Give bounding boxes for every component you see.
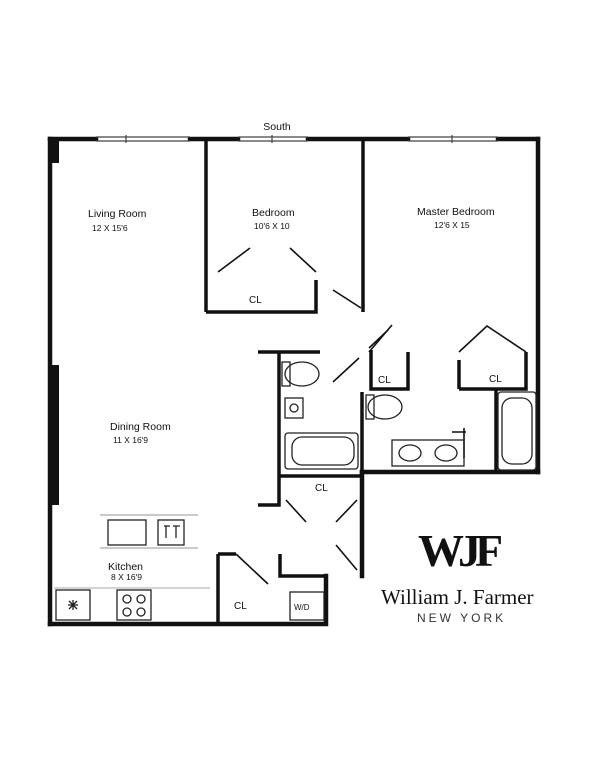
bedroom-dims: 10'6 X 10 (254, 221, 290, 231)
washer-dryer-label: W/D (294, 603, 310, 612)
windows (96, 135, 498, 143)
kitchen-sink-icon (107, 519, 147, 546)
logo-name: William J. Farmer (381, 585, 534, 609)
toilet-icon (284, 361, 320, 387)
logo-monogram: WJF (418, 525, 501, 576)
dishwasher-icon (157, 519, 185, 546)
kitchen-label: Kitchen (108, 561, 143, 573)
dining-room-label: Dining Room (110, 421, 171, 433)
living-room-dims: 12 X 15'6 (92, 223, 128, 233)
master-closet-label: CL (489, 374, 502, 385)
bathtub-icon (284, 432, 359, 470)
vanity-sink-icon (391, 439, 465, 467)
kitchen-dims: 8 X 16'9 (111, 572, 142, 582)
dining-room-dims: 11 X 16'9 (113, 435, 148, 445)
door-swings (217, 247, 527, 585)
washer-dryer-icon (289, 591, 325, 621)
master-bedroom-dims: 12'6 X 15 (434, 220, 470, 230)
hall-closet-small-label: CL (378, 375, 391, 386)
fixtures (54, 361, 537, 621)
outer-walls (47, 136, 541, 627)
left-wall-accents (50, 139, 59, 505)
toilet-icon (367, 394, 403, 420)
bedroom-label: Bedroom (252, 207, 295, 219)
compass-label: South (263, 121, 291, 133)
master-bedroom-label: Master Bedroom (417, 206, 495, 218)
living-room-label: Living Room (88, 208, 147, 220)
stove-icon (116, 589, 152, 621)
kitchen-closet-label: CL (234, 601, 247, 612)
interior-walls (204, 139, 528, 624)
bathtub-icon (497, 391, 537, 471)
refrigerator-icon (55, 589, 91, 621)
brand-logo: WJF William J. Farmer NEW YORK (381, 525, 534, 625)
logo-city: NEW YORK (417, 611, 506, 625)
sink-icon (284, 397, 304, 419)
bedroom-closet-label: CL (249, 295, 262, 306)
hall-closet-center-label: CL (315, 483, 328, 494)
